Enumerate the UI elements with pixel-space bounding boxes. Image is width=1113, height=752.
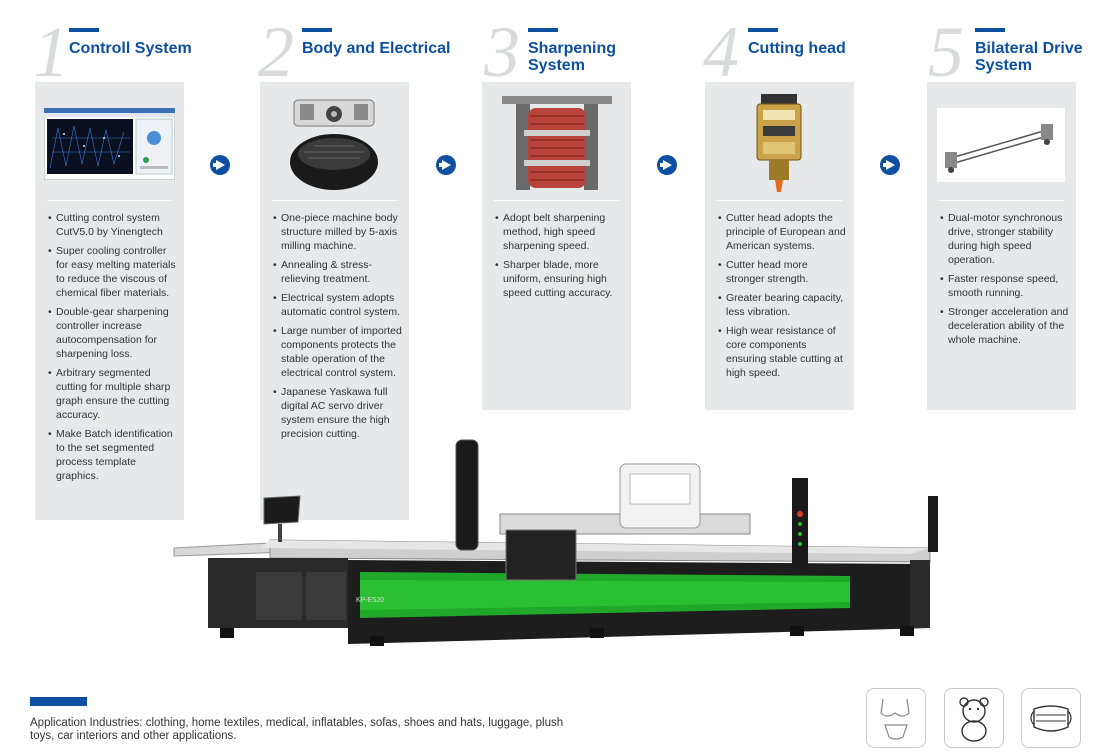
control-software-image (43, 107, 176, 181)
arrow-right-icon (436, 155, 456, 175)
step-5-panel: Dual-motor synchronous drive, stronger s… (927, 82, 1076, 410)
feature-item: Greater bearing capacity, less vibration… (718, 291, 848, 319)
step-4-panel: Cutter head adopts the principle of Euro… (705, 82, 854, 410)
feature-item: Double-gear sharpening controller increa… (48, 305, 178, 361)
divider (939, 200, 1064, 201)
arrow-right-icon (657, 155, 677, 175)
step-number: 5 (928, 12, 964, 92)
step-5-header: 5 Bilateral Drive System (928, 16, 1108, 88)
feature-item: Cutting control system CutV5.0 by Yineng… (48, 211, 178, 239)
feature-list: Cutting control system CutV5.0 by Yineng… (48, 211, 178, 488)
cutting-head-image (749, 92, 809, 196)
step-3-panel: Adopt belt sharpening method, high speed… (482, 82, 631, 410)
feature-item: Super cooling controller for easy meltin… (48, 244, 178, 300)
step-2-header: 2 Body and Electrical (258, 16, 478, 88)
feature-item: Faster response speed, smooth running. (940, 272, 1070, 300)
feature-item: Stronger acceleration and deceleration a… (940, 305, 1070, 347)
feature-item: Cutter head more stronger strength. (718, 258, 848, 286)
lingerie-icon (866, 688, 926, 748)
title-accent-bar (975, 28, 1005, 32)
divider (272, 200, 397, 201)
title-accent-bar (302, 28, 332, 32)
feature-item: Japanese Yaskawa full digital AC servo d… (273, 385, 403, 441)
feature-item: Electrical system adopts automatic contr… (273, 291, 403, 319)
step-3-header: 3 Sharpening System (484, 16, 654, 88)
plush-toy-icon (944, 688, 1004, 748)
step-2-panel: One-piece machine body structure milled … (260, 82, 409, 520)
feature-item: One-piece machine body structure milled … (273, 211, 403, 253)
feature-list: Cutter head adopts the principle of Euro… (718, 211, 848, 385)
step-number: 1 (33, 12, 69, 92)
step-1-panel: Cutting control system CutV5.0 by Yineng… (35, 82, 184, 520)
feature-item: Annealing & stress-relieving treatment. (273, 258, 403, 286)
step-number: 4 (703, 12, 739, 92)
step-title: Body and Electrical (302, 40, 451, 57)
application-industries-text: Application Industries: clothing, home t… (30, 717, 564, 742)
step-4-header: 4 Cutting head (703, 16, 873, 88)
sharpening-image (498, 94, 616, 194)
cutting-machine-image: KP-E520 (170, 430, 960, 680)
arrow-right-icon (210, 155, 230, 175)
feature-item: Sharper blade, more uniform, ensuring hi… (495, 258, 625, 300)
feature-item: Arbitrary segmented cutting for multiple… (48, 366, 178, 422)
step-title: Sharpening System (528, 40, 617, 74)
feature-item: High wear resistance of core components … (718, 324, 848, 380)
face-mask-icon (1021, 688, 1081, 748)
step-number: 2 (258, 12, 294, 92)
step-number: 3 (484, 12, 520, 92)
footer-accent-bar (30, 697, 87, 706)
feature-list: One-piece machine body structure milled … (273, 211, 403, 446)
step-title: Bilateral Drive System (975, 40, 1083, 74)
title-accent-bar (748, 28, 778, 32)
divider (717, 200, 842, 201)
feature-list: Dual-motor synchronous drive, stronger s… (940, 211, 1070, 352)
step-title: Cutting head (748, 40, 846, 57)
feature-item: Cutter head adopts the principle of Euro… (718, 211, 848, 253)
divider (494, 200, 619, 201)
bilateral-drive-image (937, 108, 1065, 182)
step-title: Controll System (69, 40, 192, 57)
feature-item: Make Batch identification to the set seg… (48, 427, 178, 483)
title-accent-bar (69, 28, 99, 32)
arrow-right-icon (880, 155, 900, 175)
feature-item: Large number of imported components prot… (273, 324, 403, 380)
feature-item: Adopt belt sharpening method, high speed… (495, 211, 625, 253)
title-accent-bar (528, 28, 558, 32)
model-label: KP-E520 (356, 597, 384, 604)
machine-body-image (284, 94, 384, 194)
step-1-header: 1 Controll System (33, 16, 233, 88)
feature-list: Adopt belt sharpening method, high speed… (495, 211, 625, 305)
feature-item: Dual-motor synchronous drive, stronger s… (940, 211, 1070, 267)
divider (47, 200, 172, 201)
